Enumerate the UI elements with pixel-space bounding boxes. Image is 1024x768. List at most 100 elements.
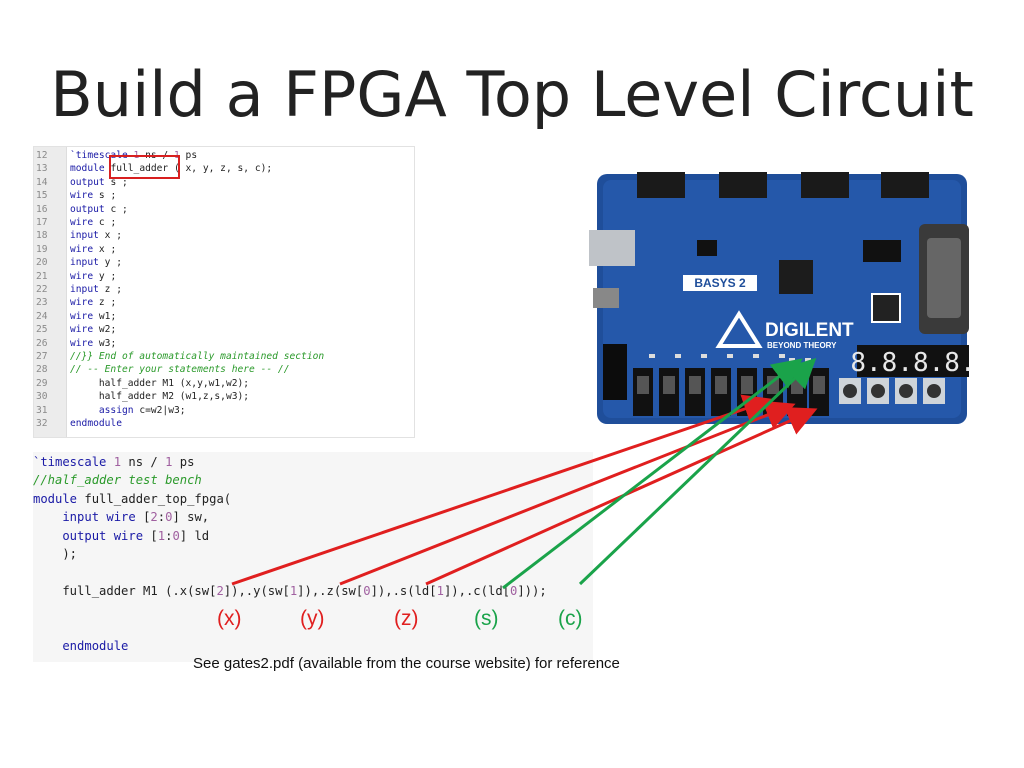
code-token: full_adder M1 (.x(sw[ xyxy=(33,583,217,598)
pmod-connector-ja xyxy=(637,172,685,198)
line-number: 13 xyxy=(36,163,48,175)
code-token: // -- Enter your statements here -- // xyxy=(70,364,290,376)
svg-text:8.8.8.8.: 8.8.8.8. xyxy=(850,348,974,378)
code-token: input xyxy=(70,284,105,295)
code-text: //}} End of automatically maintained sec… xyxy=(70,350,324,363)
pmod-connector-jc xyxy=(801,172,849,198)
line-number: 29 xyxy=(36,377,48,389)
code-text: endmodule xyxy=(70,417,122,430)
code-token: ( x, y, z, s, c); xyxy=(168,163,273,175)
label-x: (x) xyxy=(217,607,242,630)
pmod-connector-jb xyxy=(719,172,767,198)
code-token: input xyxy=(70,230,105,242)
top-code-line: endmodule xyxy=(33,637,128,655)
code-token: wire xyxy=(70,324,99,336)
code-token: ] sw, xyxy=(172,510,210,525)
line-number: 18 xyxy=(36,230,48,242)
line-number: 15 xyxy=(36,190,48,202)
code-token: 0 xyxy=(363,583,371,598)
line-number: 20 xyxy=(36,257,48,269)
line-number-gutter xyxy=(34,147,67,437)
code-token: input xyxy=(70,257,105,269)
digilent-tagline: BEYOND THEORY xyxy=(767,341,837,350)
led-ld1 xyxy=(789,358,795,362)
reference-note: See gates2.pdf (available from the cours… xyxy=(193,655,620,672)
line-number: 23 xyxy=(36,297,48,309)
label-s: (s) xyxy=(474,607,499,630)
code-text: half_adder M1 (x,y,w1,w2); xyxy=(70,377,249,390)
line-number: 27 xyxy=(36,351,48,362)
digilent-logo-text: DIGILENT xyxy=(765,320,854,341)
code-token: ps xyxy=(172,455,195,469)
code-text: assign c=w2|w3; xyxy=(70,404,186,417)
basys2-board: BASYS 2 DIGILENT BEYOND THEORY 8.8.8.8. xyxy=(589,168,974,431)
code-text: wire w2; xyxy=(70,323,116,336)
line-number: 19 xyxy=(36,243,48,255)
code-token: `timescale xyxy=(33,455,114,469)
code-token: w1; xyxy=(98,310,117,322)
code-token: half_adder M2 (w1,z,s,w3); xyxy=(70,391,250,403)
code-token: wire xyxy=(70,337,99,349)
line-number: 17 xyxy=(36,217,48,228)
code-token: c ; xyxy=(110,203,128,215)
label-z: (z) xyxy=(394,607,419,630)
code-token: y ; xyxy=(104,257,122,269)
board-brand-label: BASYS 2 xyxy=(694,276,746,290)
code-token: ]),.y(sw[ xyxy=(223,583,290,598)
code-token: `timescale xyxy=(70,150,134,161)
code-token: 1 xyxy=(436,583,444,598)
top-code-line: ); xyxy=(33,545,77,563)
code-text: wire s ; xyxy=(70,189,116,202)
code-token: c=w2|w3; xyxy=(139,404,186,416)
line-number: 12 xyxy=(36,150,48,161)
code-text: input y ; xyxy=(70,256,122,269)
code-token: wire xyxy=(70,297,99,309)
code-text: output c ; xyxy=(70,203,128,216)
code-token: : xyxy=(157,510,166,525)
code-token: half_adder M1 (x,y,w1,w2); xyxy=(70,377,250,389)
code-token: ns / xyxy=(121,455,166,469)
code-token: wire xyxy=(70,310,99,322)
code-token: 1 xyxy=(165,455,173,469)
code-token: s ; xyxy=(110,176,128,188)
code-token: module xyxy=(70,163,111,175)
code-text: wire w1; xyxy=(70,310,116,323)
line-number: 14 xyxy=(36,176,48,188)
code-token: 0 xyxy=(172,528,180,543)
top-code-line: `timescale 1 ns / 1 ps xyxy=(33,453,194,471)
code-token: w2; xyxy=(98,324,117,336)
code-token: z ; xyxy=(98,297,117,309)
code-token: ps xyxy=(179,150,198,161)
code-token: module xyxy=(33,491,85,506)
line-number: 30 xyxy=(36,391,48,403)
code-token: 2 xyxy=(150,510,158,525)
pmod-connector-jd xyxy=(881,172,929,198)
code-token: output wire xyxy=(33,528,151,543)
code-text: wire w3; xyxy=(70,337,116,350)
usb-connector xyxy=(589,230,635,266)
line-number: 24 xyxy=(36,310,48,322)
code-token: 1 xyxy=(157,528,166,543)
code-text: wire y ; xyxy=(70,270,116,283)
code-token: 1 xyxy=(113,455,122,469)
code-token: ]),.z(sw[ xyxy=(297,583,364,598)
line-number: 25 xyxy=(36,324,48,336)
code-token: y ; xyxy=(98,270,117,282)
code-text: module full_adder ( x, y, z, s, c); xyxy=(70,162,272,175)
code-token: z ; xyxy=(104,284,122,295)
top-code-line: input wire [2:0] sw, xyxy=(33,508,209,526)
top-code-line: full_adder M1 (.x(sw[2]),.y(sw[ 1 ]),.z(sw… xyxy=(33,582,547,600)
module-name-highlight xyxy=(109,155,180,179)
code-token: [ xyxy=(143,510,151,525)
code-token: ])); xyxy=(517,583,547,598)
code-token: full_adder xyxy=(110,163,169,175)
code-token: 2 xyxy=(216,583,224,598)
code-token: c ; xyxy=(98,217,117,228)
code-text: input z ; xyxy=(70,283,122,296)
code-token: wire xyxy=(70,270,99,282)
seven-segment-display xyxy=(857,345,969,377)
code-text: wire x ; xyxy=(70,243,116,256)
line-number: 16 xyxy=(36,203,48,215)
digilent-logo-mark xyxy=(715,310,763,348)
code-token: x ; xyxy=(104,230,122,242)
